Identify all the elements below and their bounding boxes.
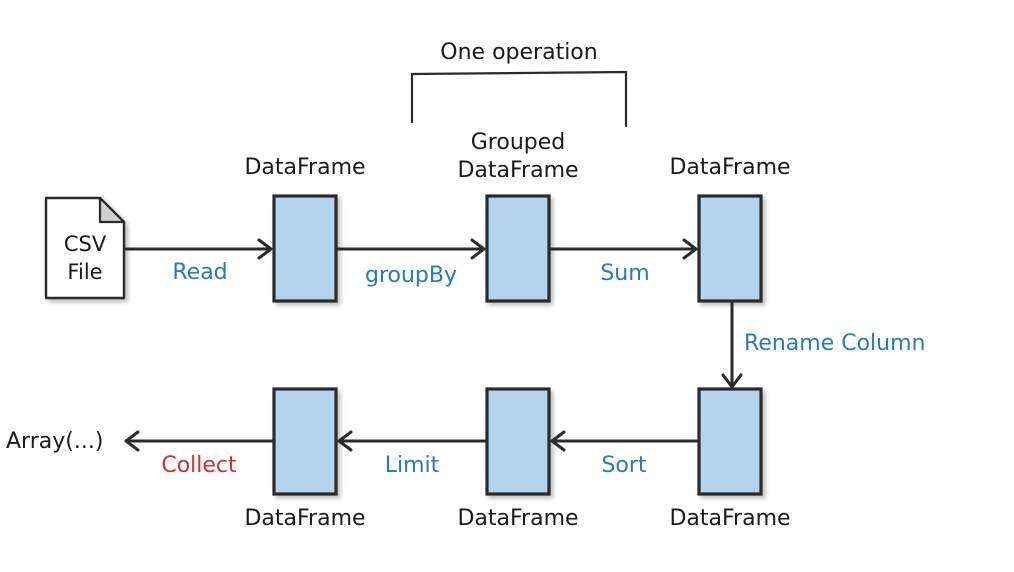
grouped-dataframe-label: Grouped DataFrame <box>457 129 578 185</box>
rename-column-operation-label: Rename Column <box>744 331 926 356</box>
csv-file-icon <box>44 196 126 300</box>
dataframe-label-bottom-1: DataFrame <box>244 506 366 531</box>
arrow-rename-column <box>721 301 743 389</box>
arrow-sort <box>550 430 699 452</box>
dataframe-box-bottom-1 <box>272 387 338 496</box>
dataframe-box-bottom-3 <box>697 387 763 496</box>
operation-bracket <box>410 70 628 128</box>
sort-operation-label: Sort <box>601 453 647 478</box>
arrow-read <box>124 238 273 260</box>
dataframe-label-bottom-3: DataFrame <box>669 506 791 531</box>
grouped-label-line-2: DataFrame <box>457 158 579 183</box>
dataframe-box-top-3 <box>697 194 763 303</box>
dataframe-label-bottom-2: DataFrame <box>457 506 579 531</box>
limit-operation-label: Limit <box>384 453 440 478</box>
sum-operation-label: Sum <box>600 261 650 286</box>
csv-label-line-2: File <box>67 260 103 284</box>
dataframe-box-top-1 <box>272 194 338 303</box>
dataframe-label-top-3: DataFrame <box>669 155 791 180</box>
grouped-dataframe-box <box>485 194 551 303</box>
csv-file-label: CSV File <box>64 230 106 286</box>
csv-label-line-1: CSV <box>63 232 107 256</box>
array-output-label: Array(...) <box>6 429 104 454</box>
arrow-collect <box>124 430 274 452</box>
read-operation-label: Read <box>172 260 228 285</box>
arrow-groupby <box>336 238 486 260</box>
collect-action-label: Collect <box>161 453 237 478</box>
grouped-label-line-1: Grouped <box>470 130 566 155</box>
dataframe-box-bottom-2 <box>485 387 551 496</box>
arrow-limit <box>337 430 487 452</box>
groupby-operation-label: groupBy <box>364 263 458 288</box>
dataframe-label-top-1: DataFrame <box>244 155 366 180</box>
arrow-sum <box>549 238 698 260</box>
one-operation-label: One operation <box>440 40 598 65</box>
